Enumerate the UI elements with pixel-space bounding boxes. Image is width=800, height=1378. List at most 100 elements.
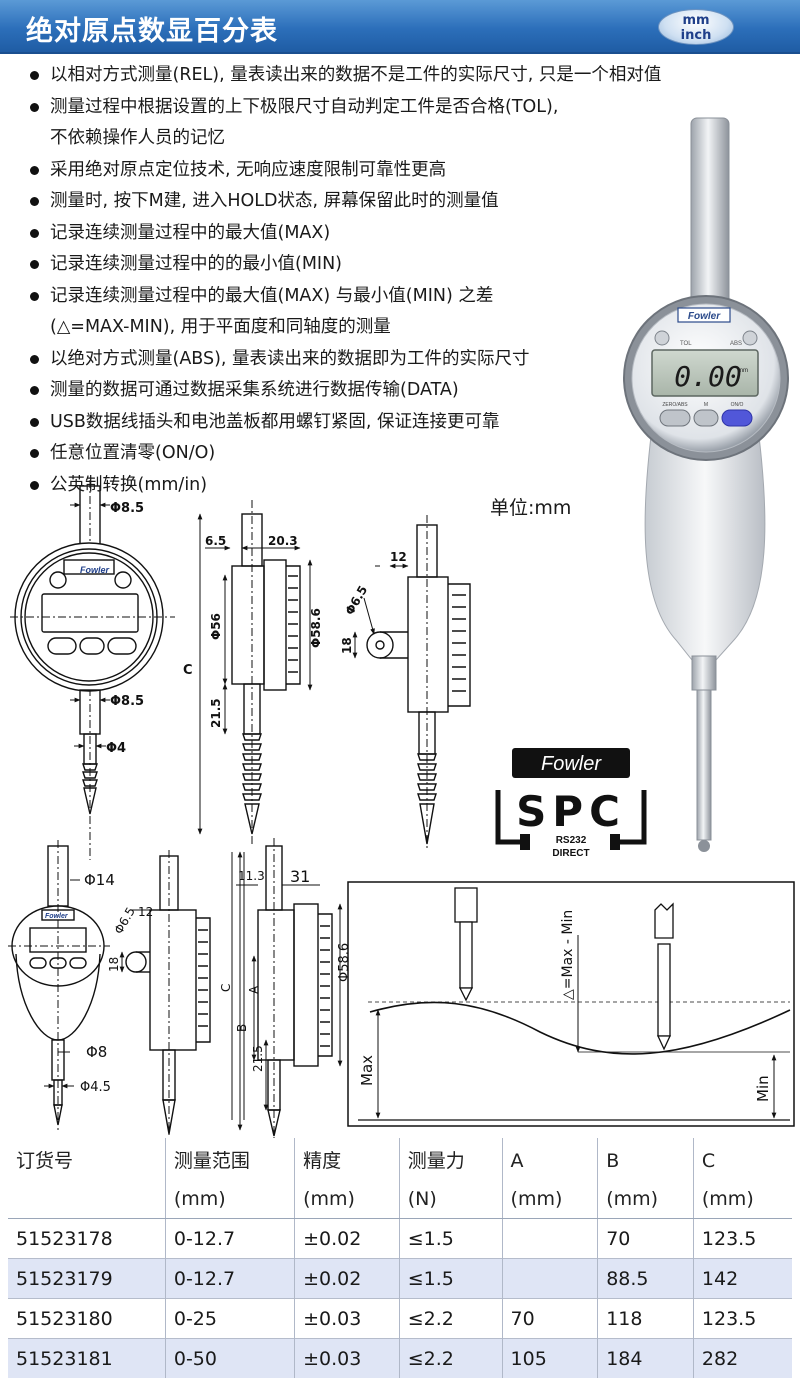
dim-12-top: 12 <box>390 550 407 564</box>
table-cell: ±0.03 <box>294 1338 400 1378</box>
table-header-cell: 精度(mm) <box>294 1138 400 1219</box>
feature-text: 采用绝对原点定位技术, 无响应速度限制可靠性更高 <box>50 159 447 180</box>
technical-diagrams: Fowler TOL ABS 0.00 mm ZERO/ABS M ON/O <box>8 117 795 1138</box>
table-cell <box>501 1218 598 1259</box>
table-cell: ±0.03 <box>294 1298 400 1339</box>
dim-21-5-bottom: 21.5 <box>251 1045 265 1072</box>
dim-c-bottom: C <box>219 984 233 992</box>
table-cell: 0-12.7 <box>164 1218 295 1259</box>
dim-d6-5-bottom: Φ6.5 <box>111 905 137 937</box>
bullet-icon <box>30 386 39 395</box>
dim-20-3: 20.3 <box>268 534 298 548</box>
table-cell: 51523178 <box>8 1218 166 1259</box>
header-label: 精度 <box>303 1150 342 1172</box>
feature-list: 以相对方式测量(REL), 量表读出来的数据不是工件的实际尺寸, 只是一个相对值… <box>26 60 796 501</box>
unit-badge-mm: mm <box>682 13 710 28</box>
header-label: C <box>701 1150 716 1172</box>
spec-table: 订货号测量范围(mm)精度(mm)测量力(N)A(mm)B(mm)C(mm) 5… <box>8 1138 792 1378</box>
table-cell: 70 <box>501 1298 598 1339</box>
feature-item: 采用绝对原点定位技术, 无响应速度限制可靠性更高 <box>26 155 796 187</box>
table-cell: 0-50 <box>164 1338 295 1378</box>
feature-text: 测量时, 按下M建, 进入HOLD状态, 屏幕保留此时的测量值 <box>50 191 499 211</box>
bullet-icon <box>30 71 39 80</box>
drawing-front-view <box>10 480 175 860</box>
table-header-cell: 测量范围(mm) <box>164 1138 295 1219</box>
spc-brand: Fowler <box>541 753 602 775</box>
photo-abs-label: ABS <box>730 341 742 347</box>
table-cell <box>501 1258 598 1299</box>
table-cell: 51523180 <box>8 1298 166 1339</box>
dim-d58-6: Φ58.6 <box>309 608 323 648</box>
feature-item: 记录连续测量过程中的最大值(MAX) 与最小值(MIN) 之差(△=MAX-MI… <box>26 281 796 344</box>
dim-31: 31 <box>290 867 310 886</box>
feature-text: 记录连续测量过程中的最大值(MAX) 与最小值(MIN) 之差 <box>50 285 494 306</box>
feature-item: 以相对方式测量(REL), 量表读出来的数据不是工件的实际尺寸, 只是一个相对值 <box>26 60 796 92</box>
table-cell: ≤1.5 <box>398 1218 503 1259</box>
header-label: 测量力 <box>407 1150 465 1172</box>
bullet-icon <box>30 354 39 364</box>
table-cell: 184 <box>597 1338 694 1378</box>
table-cell: 142 <box>692 1258 792 1299</box>
dim-d4-5: Φ4.5 <box>80 1080 111 1095</box>
unit-badge: mm inch <box>658 9 734 45</box>
flatness-illustration <box>347 881 795 1127</box>
feature-item: USB数据线插头和电池盖板都用螺钉紧固, 保证连接更可靠 <box>26 407 796 439</box>
header-unit: (mm) <box>606 1188 659 1210</box>
feature-item: 测量的数据可通过数据采集系统进行数据传输(DATA) <box>26 375 796 407</box>
drawing-front-view-large <box>8 840 110 1130</box>
drawing-brand: Fowler <box>80 565 110 575</box>
dim-11-3: 11.3 <box>238 869 265 883</box>
table-header-cell: A(mm) <box>501 1138 598 1219</box>
feature-item: 测量过程中根据设置的上下极限尺寸自动判定工件是否合格(TOL),不依赖操作人员的… <box>26 92 796 155</box>
photo-lcd-unit: mm <box>738 368 748 374</box>
unit-label: 单位:mm <box>490 497 572 519</box>
table-cell: 51523179 <box>8 1258 166 1299</box>
bullet-icon <box>30 417 39 427</box>
feature-text: 测量的数据可通过数据采集系统进行数据传输(DATA) <box>50 380 459 400</box>
feature-item: 记录连续测量过程中的最大值(MAX) <box>26 218 796 250</box>
feature-text: 记录连续测量过程中的的最小值(MIN) <box>50 254 343 274</box>
gauge-photo: Fowler TOL ABS 0.00 mm ZERO/ABS M ON/O <box>623 117 789 852</box>
dim-d8-5-bottom: Φ8.5 <box>110 694 144 709</box>
header-unit: (mm) <box>510 1188 563 1210</box>
photo-btn-mid-label: M <box>704 402 708 408</box>
flatness-delta-label: △=Max - Min <box>560 910 576 1000</box>
header-bar: 绝对原点数显百分表 mm inch <box>0 0 800 54</box>
bullet-icon <box>30 228 39 238</box>
dim-b-bottom: B <box>235 1024 249 1032</box>
feature-text: 任意位置清零(ON/O) <box>50 443 216 463</box>
bullet-icon <box>30 480 39 490</box>
flatness-min-label: Min <box>754 1075 772 1102</box>
dim-a-bottom: A <box>247 985 261 994</box>
dim-12-bottom: 12 <box>138 905 153 919</box>
bullet-icon <box>30 165 39 175</box>
dim-d8: Φ8 <box>86 1043 107 1061</box>
table-cell: 123.5 <box>692 1218 792 1259</box>
bullet-icon <box>30 291 39 301</box>
spc-direct: DIRECT <box>552 848 589 859</box>
feature-text: USB数据线插头和电池盖板都用螺钉紧固, 保证连接更可靠 <box>50 411 500 432</box>
table-cell: 282 <box>692 1338 792 1378</box>
spc-logo: Fowler SPC RS232 DIRECT <box>495 748 647 859</box>
table-cell: ±0.02 <box>294 1218 400 1259</box>
table-cell: 51523181 <box>8 1338 166 1378</box>
drawing-brand-large: Fowler <box>45 913 69 920</box>
table-cell: 118 <box>597 1298 694 1339</box>
header-label: B <box>606 1150 620 1172</box>
feature-text-continued: 不依赖操作人员的记忆 <box>50 128 225 148</box>
table-cell: ≤2.2 <box>398 1338 503 1378</box>
drawing-back-view-large <box>125 850 211 1138</box>
table-cell: 0-12.7 <box>164 1258 295 1299</box>
photo-brand: Fowler <box>688 311 721 322</box>
table-cell: 105 <box>501 1338 598 1378</box>
feature-text: 以绝对方式测量(ABS), 量表读出来的数据即为工件的实际尺寸 <box>50 348 530 369</box>
dim-d6-5-top: Φ6.5 <box>342 583 370 617</box>
dim-d8-5-top: Φ8.5 <box>110 501 144 516</box>
table-cell: 88.5 <box>597 1258 694 1299</box>
dim-d56: Φ56 <box>209 613 223 640</box>
